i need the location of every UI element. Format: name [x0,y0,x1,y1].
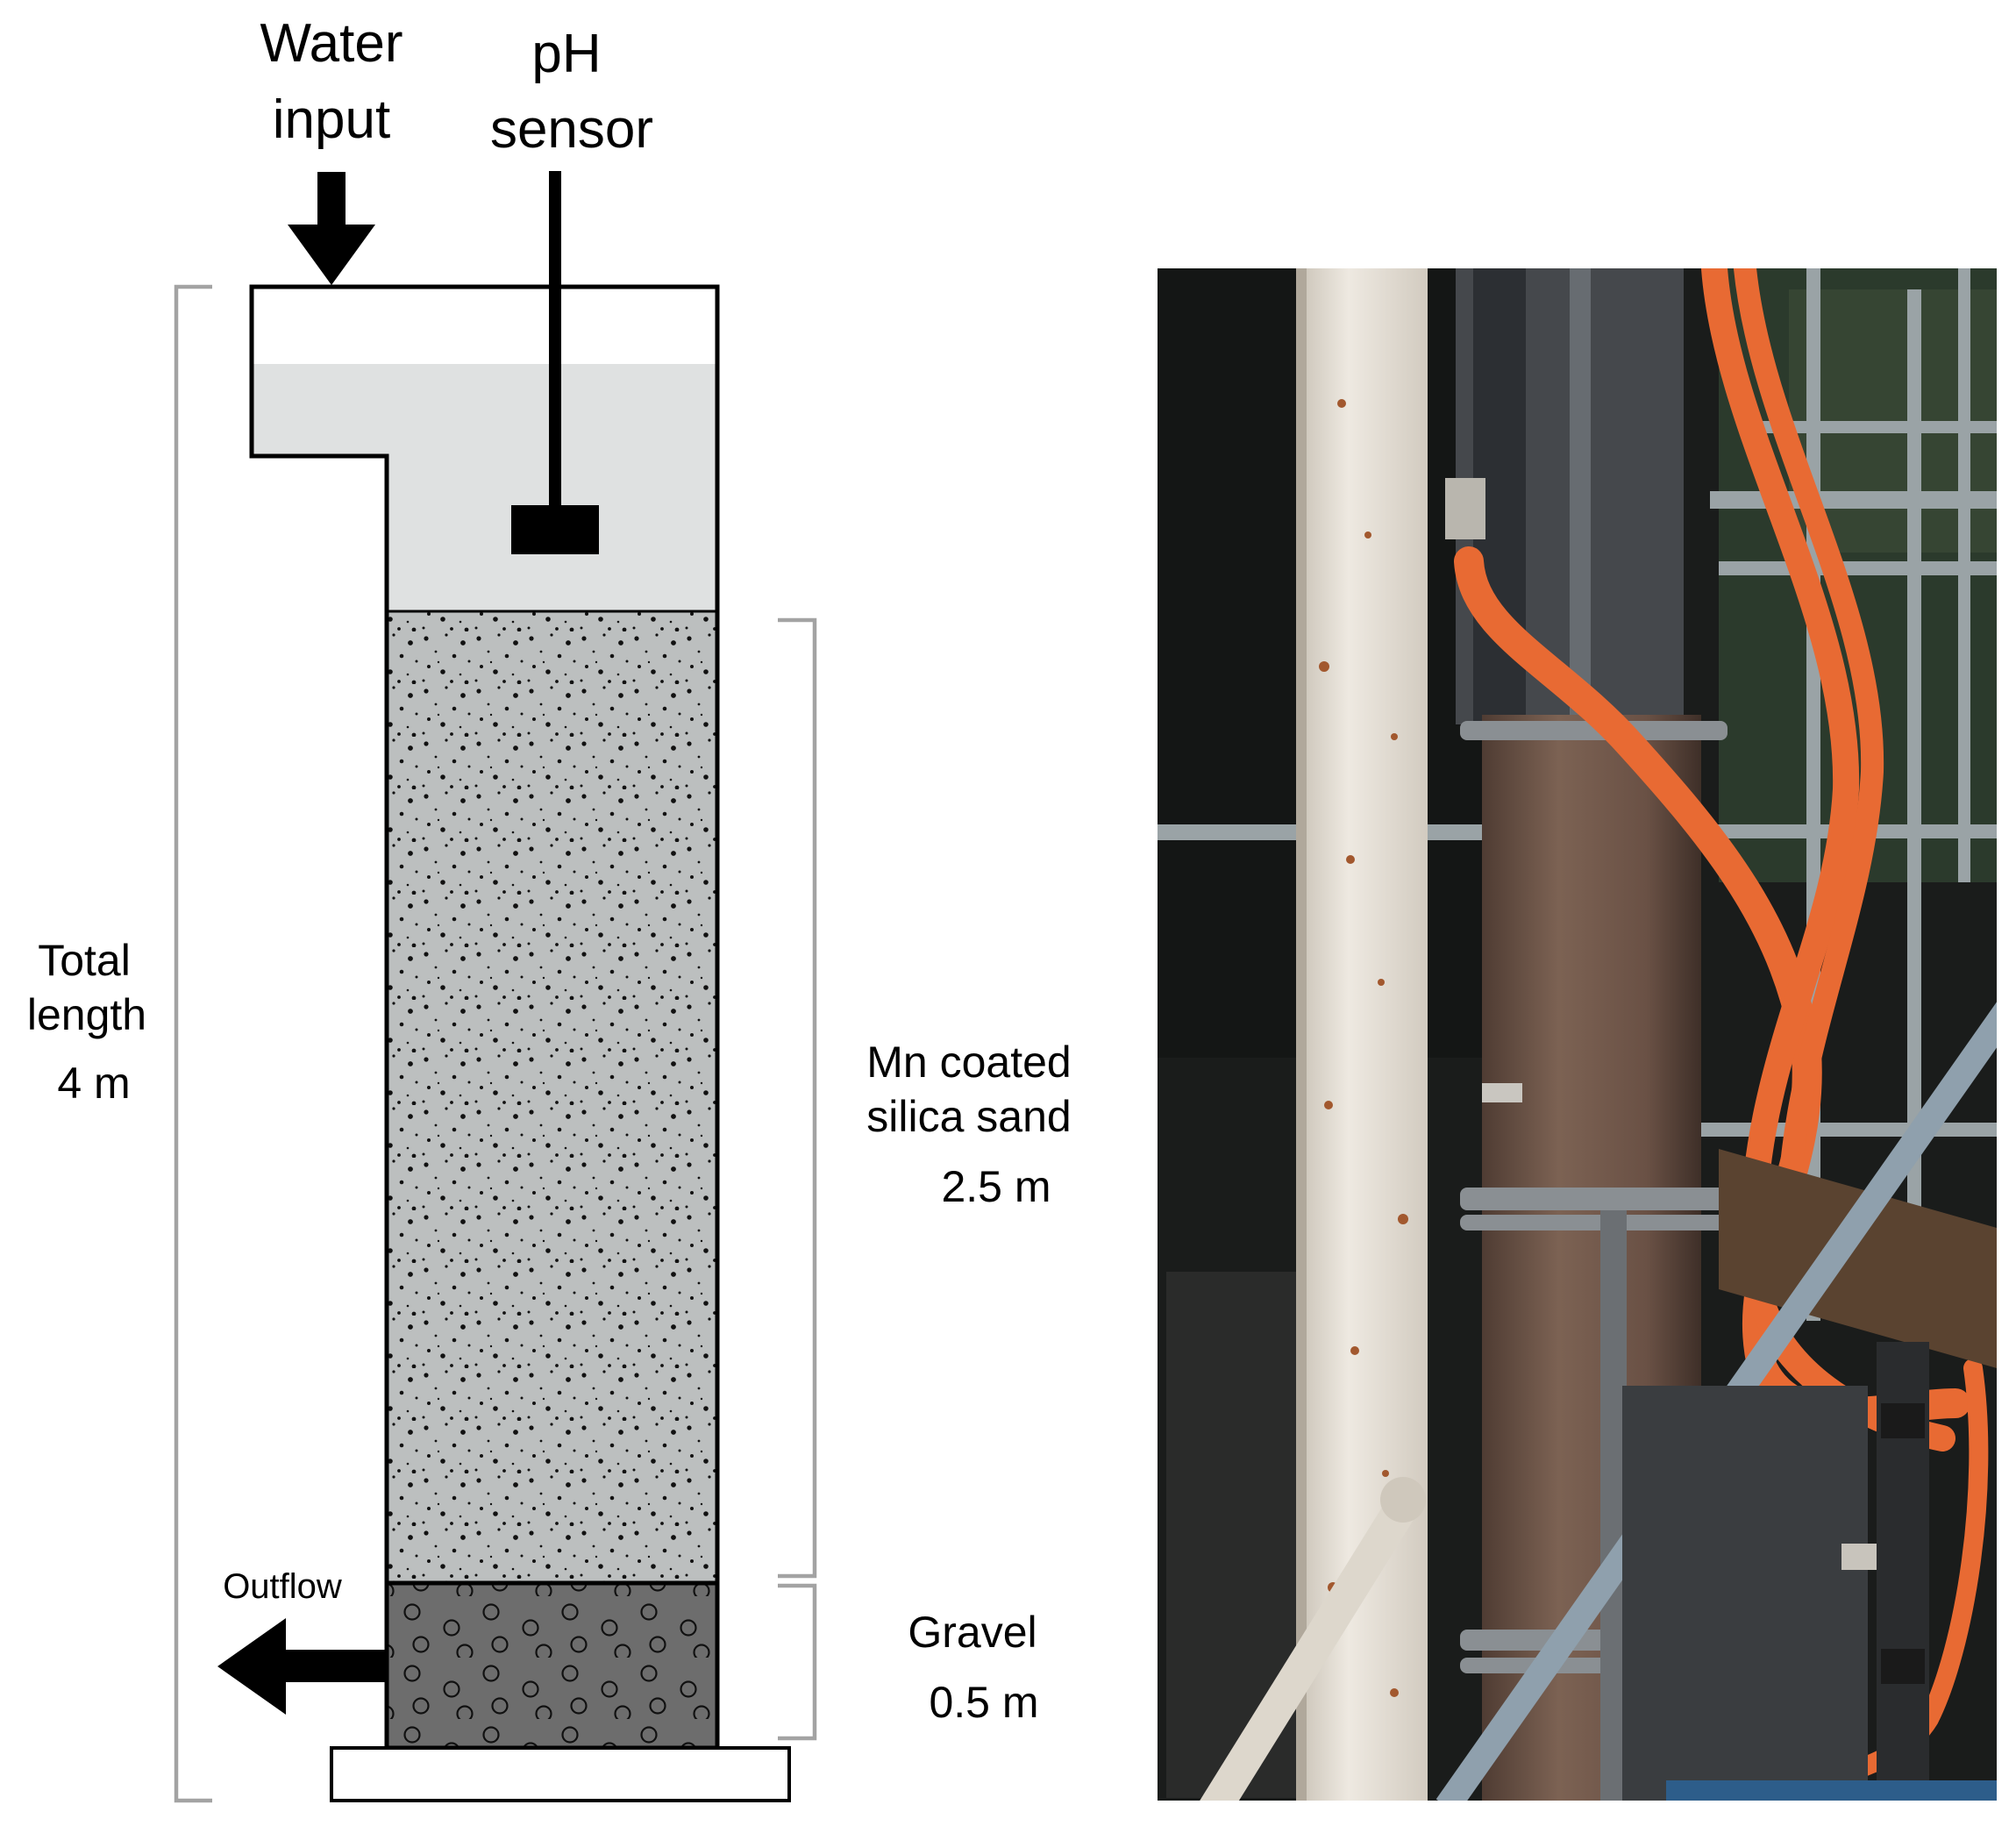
gravel-bracket [778,1583,817,1741]
total-length-label-2: length [27,990,146,1039]
arrow-down-icon [288,172,375,285]
water-layer [252,364,717,611]
sand-label-1: Mn coated [866,1038,1071,1087]
outflow-label: Outflow [223,1567,342,1606]
sand-label-2: silica sand [866,1092,1071,1141]
gravel-label: Gravel [908,1608,1036,1657]
water-input-label-1: Water [260,13,402,74]
gravel-rings [387,1583,717,1748]
ph-probe-icon [511,171,599,554]
gravel-value: 0.5 m [929,1678,1038,1727]
total-length-bracket [174,284,212,1803]
ph-sensor-label-1: pH [531,24,601,84]
sand-bracket [778,617,817,1579]
column-photo [1158,268,1997,1801]
column-schematic: Water input pH sensor Total length 4 m M… [27,13,1072,1803]
ph-sensor-label-2: sensor [490,99,653,160]
sand-value: 2.5 m [941,1162,1051,1211]
water-input-label-2: input [273,89,390,150]
column-base [330,1746,791,1802]
arrow-left-icon [217,1618,387,1715]
total-length-value: 4 m [57,1059,130,1108]
total-length-label-1: Total [38,936,131,985]
sand-dots [387,611,717,1583]
